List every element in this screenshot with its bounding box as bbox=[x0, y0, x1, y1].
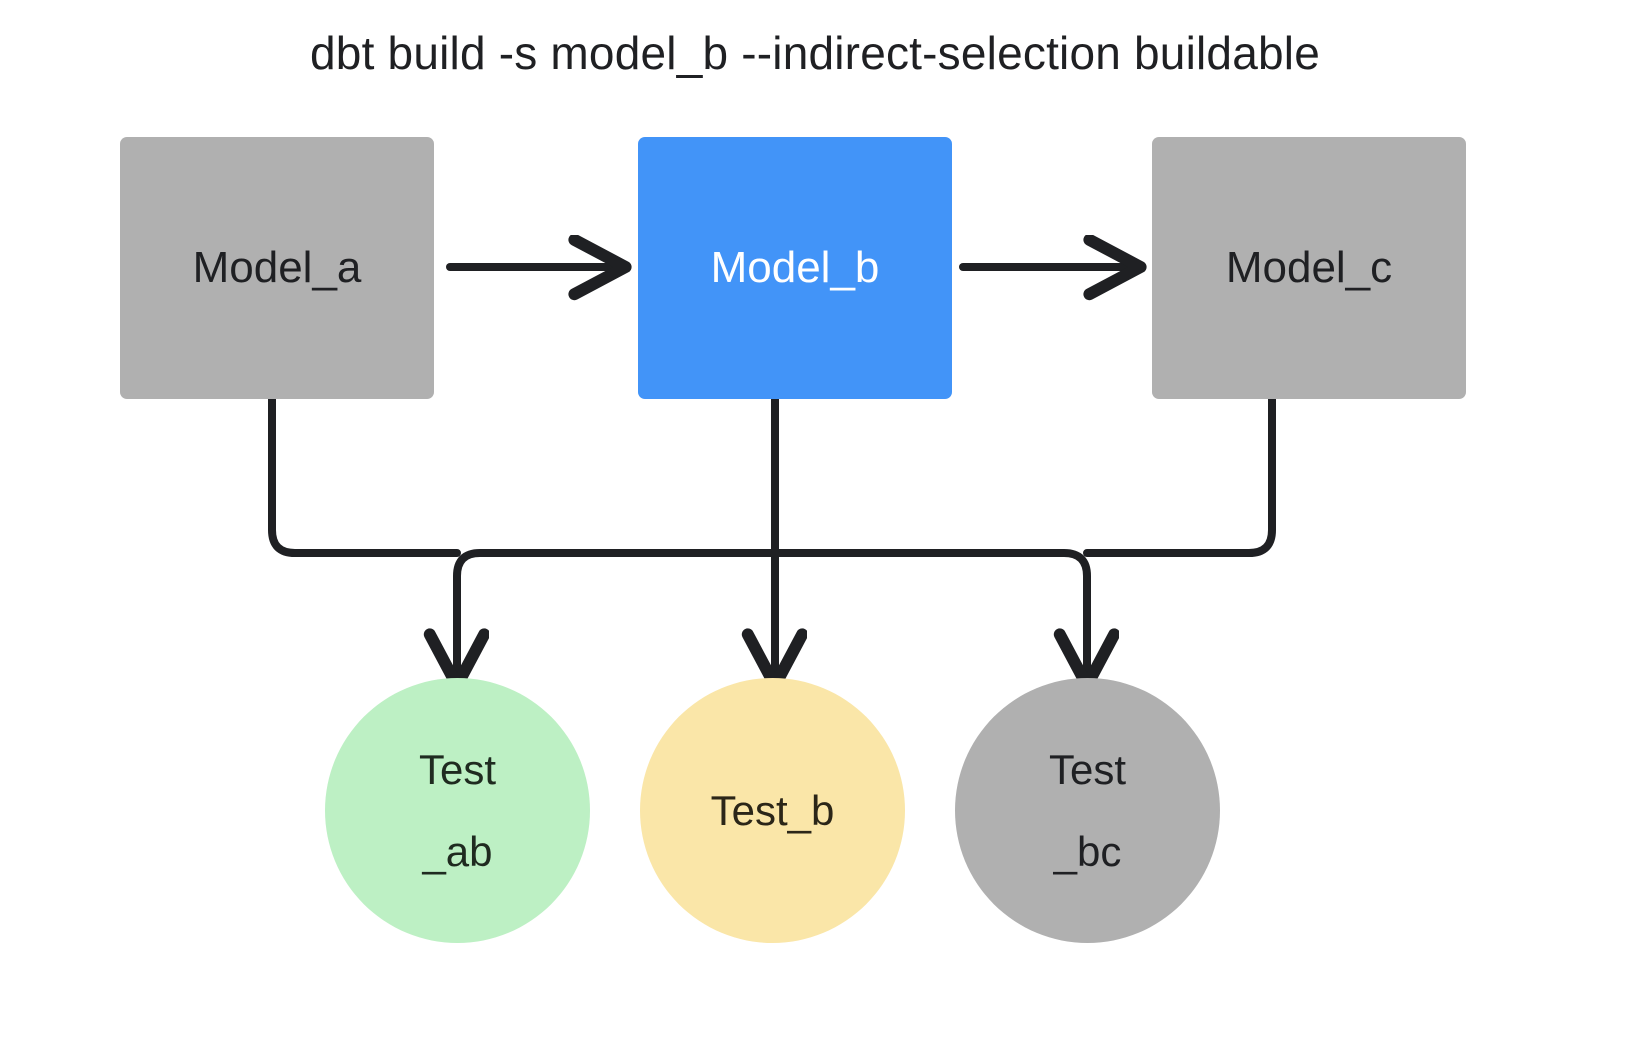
node-model-a-label: Model_a bbox=[192, 242, 362, 292]
node-test-bc-label-line2: _bc bbox=[1053, 827, 1122, 875]
node-test-ab-label-line1: Test bbox=[418, 745, 497, 793]
edge-model-b-to-test-bc bbox=[771, 549, 1087, 684]
node-test-bc[interactable]: Test _bc bbox=[955, 678, 1220, 943]
node-test-bc-label: Test _bc bbox=[1049, 729, 1126, 893]
node-test-b-label-line1: Test_b bbox=[710, 786, 835, 834]
edge-model-b-to-test-ab bbox=[457, 549, 779, 684]
node-test-ab[interactable]: Test _ab bbox=[325, 678, 590, 943]
node-test-ab-label: Test _ab bbox=[419, 729, 496, 893]
node-model-a[interactable]: Model_a bbox=[120, 137, 434, 399]
edge-model-a-to-test-ab bbox=[268, 394, 461, 557]
node-test-b-label: Test_b bbox=[711, 770, 835, 852]
edge-model-c-to-test-bc bbox=[1083, 394, 1276, 557]
node-model-b-label: Model_b bbox=[710, 242, 880, 292]
node-test-ab-label-line2: _ab bbox=[422, 827, 493, 875]
node-model-c[interactable]: Model_c bbox=[1152, 137, 1466, 399]
node-test-b[interactable]: Test_b bbox=[640, 678, 905, 943]
node-test-bc-label-line1: Test bbox=[1048, 745, 1127, 793]
node-model-c-label: Model_c bbox=[1225, 242, 1393, 292]
node-model-b[interactable]: Model_b bbox=[638, 137, 952, 399]
diagram-title: dbt build -s model_b --indirect-selectio… bbox=[310, 27, 1320, 79]
